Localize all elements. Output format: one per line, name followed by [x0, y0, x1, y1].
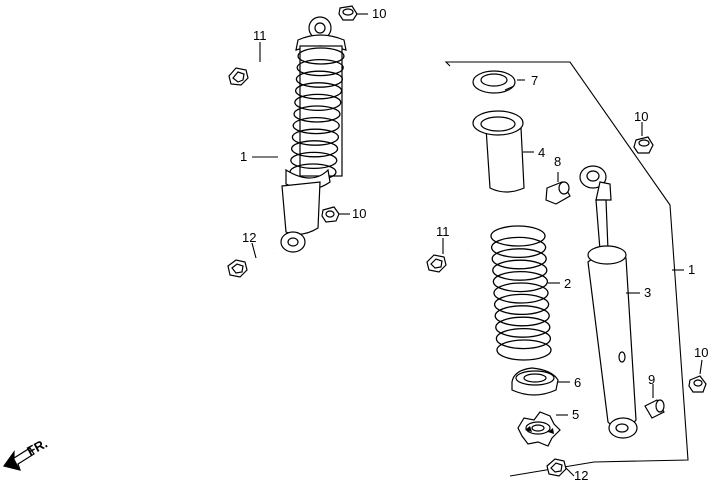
callout-6: 6: [574, 375, 581, 390]
callout-10-right-bottom: 10: [694, 345, 708, 360]
spring-coil: [493, 282, 549, 304]
adjuster-nut-5: 5: [517, 407, 579, 447]
callout-12-bottom: 12: [574, 468, 588, 483]
spring-coil: [290, 140, 339, 158]
bolt-11-mid: 11: [426, 224, 469, 273]
collar-10-right-bottom: 10: [688, 345, 708, 393]
callout-12-left: 12: [242, 230, 256, 245]
spring-coil: [291, 128, 340, 146]
spring-coil: [490, 236, 547, 259]
spring-coil: [294, 82, 343, 100]
dust-cover-4: 4: [472, 110, 545, 193]
callout-3: 3: [644, 285, 651, 300]
spring-coil: [296, 58, 344, 77]
spring-coil: [496, 339, 552, 361]
callout-8: 8: [554, 154, 561, 169]
collar-10-mid: 10: [321, 206, 366, 223]
collar-9: 9: [644, 372, 665, 419]
bolt-12-left: 12: [227, 230, 275, 278]
shock-absorber-assembly-left: [280, 16, 347, 253]
spring-coil: [292, 116, 340, 135]
callout-1-left: 1: [240, 149, 247, 164]
spring-coil: [492, 259, 548, 281]
callout-11-mid: 11: [436, 224, 450, 239]
spring-coil: [295, 70, 344, 88]
front-direction-indicator: FR.: [2, 436, 50, 471]
bushing-8: 8: [545, 154, 571, 205]
callout-11-left: 11: [253, 28, 267, 43]
damper-3: 3: [579, 165, 651, 439]
callout-9: 9: [648, 372, 655, 387]
callout-2: 2: [564, 276, 571, 291]
bolt-12-bottom: 12: [546, 451, 591, 483]
spring-coil: [490, 225, 546, 247]
spring-coil: [491, 248, 547, 270]
callout-1-main: 1: [688, 262, 695, 277]
arrow-front-icon: [2, 447, 35, 471]
callout-5: 5: [572, 407, 579, 422]
spring-2: 2: [490, 225, 571, 361]
spring-coil: [290, 151, 338, 170]
stopper-ring-7: 7: [472, 70, 538, 94]
spring-coil: [493, 293, 550, 316]
spring-coil: [495, 316, 551, 338]
collar-10-right-top: 10: [633, 109, 654, 154]
spring-coil: [293, 105, 341, 123]
callout-7: 7: [531, 73, 538, 88]
spring-coil: [494, 305, 550, 327]
callout-10-top: 10: [372, 6, 386, 21]
bolt-11-left: 11: [228, 28, 271, 86]
spring-coil: [297, 47, 345, 65]
collar-10-top: 10: [338, 5, 386, 21]
spring-coil: [294, 93, 342, 112]
spring-seat-6: 6: [511, 367, 581, 396]
spring-coil: [492, 270, 549, 293]
callout-4: 4: [538, 145, 545, 160]
callout-10-right-top: 10: [634, 109, 648, 124]
spring-coil: [495, 327, 552, 350]
callout-10-mid: 10: [352, 206, 366, 221]
exploded-view-bracket: [444, 61, 689, 477]
